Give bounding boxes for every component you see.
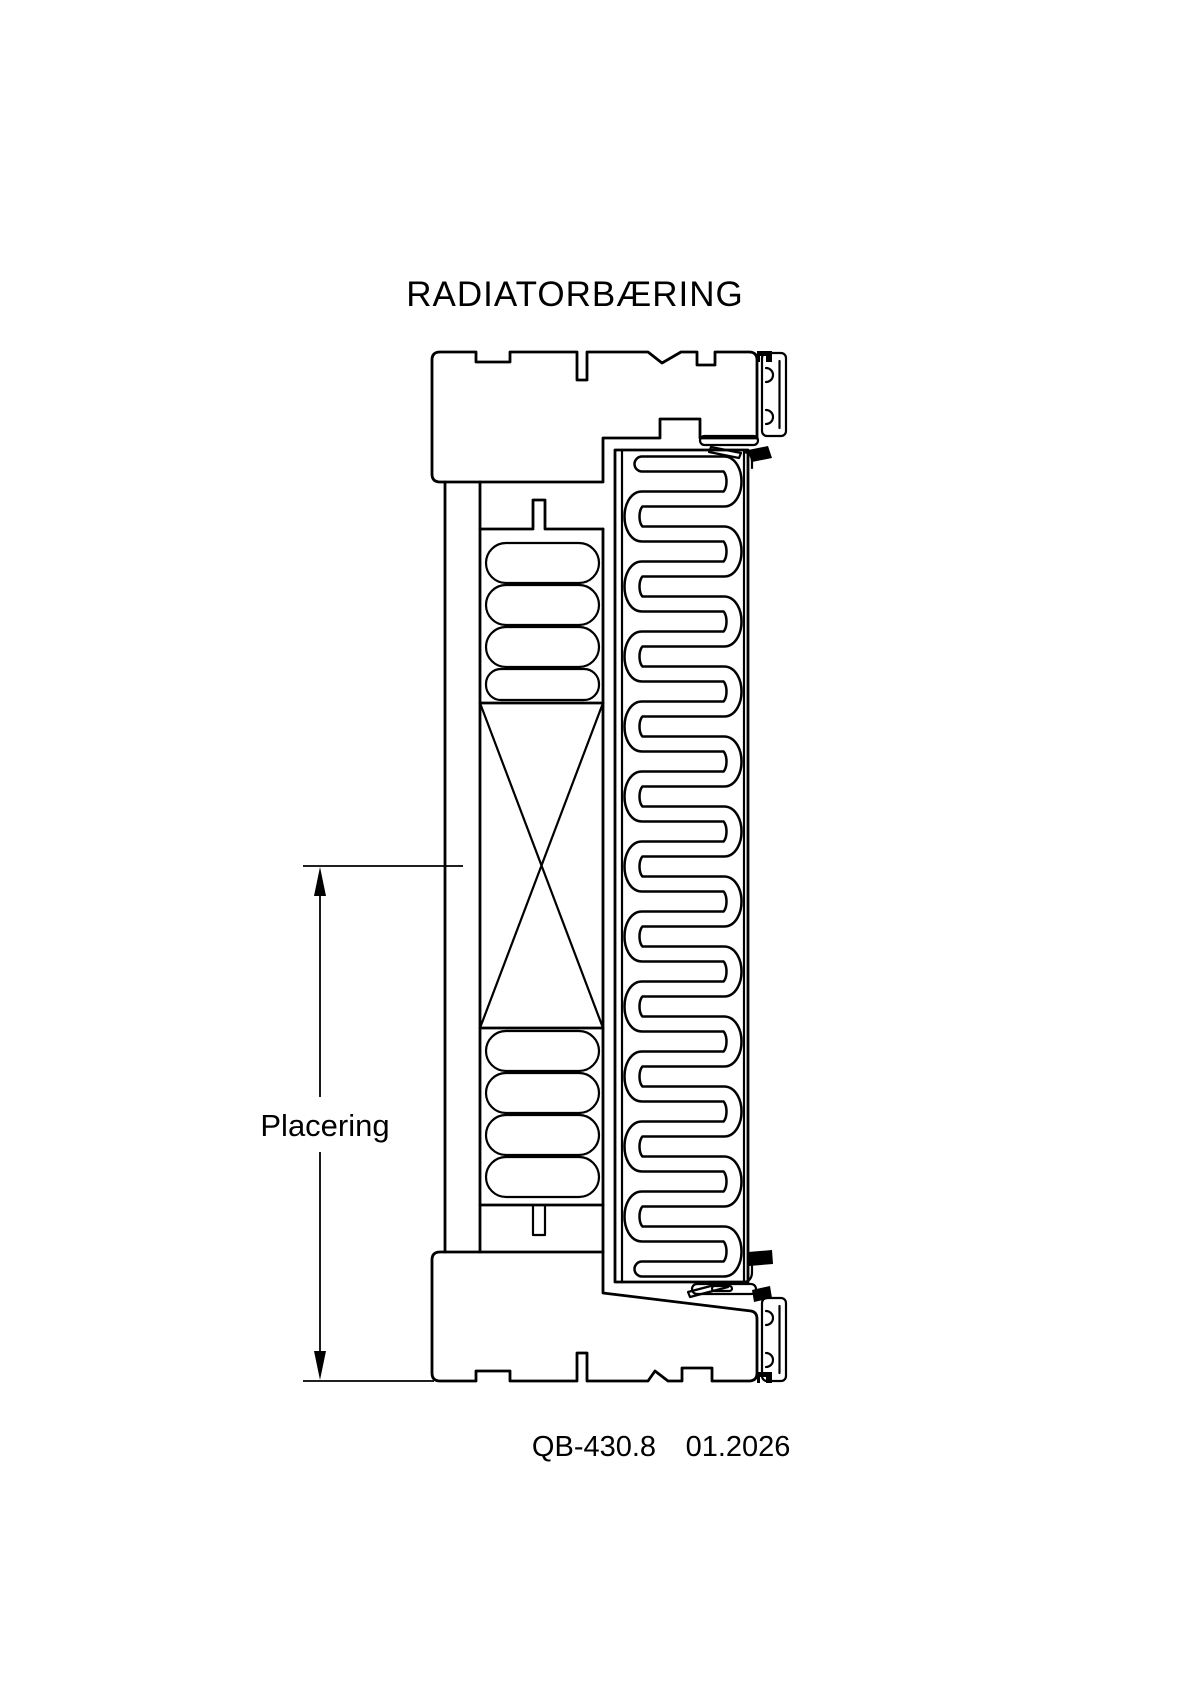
serpentine-slot [484, 1113, 601, 1157]
top-bracket-rail [760, 351, 788, 438]
doc-date: 01.2026 [686, 1431, 791, 1463]
dimension-annotation: Placering [260, 865, 463, 1382]
insulation-bottom-slot [531, 1203, 547, 1237]
bottom-clip-angled [686, 1280, 730, 1299]
top-bracket-hook-2 [764, 408, 775, 426]
insulation-top-edge [478, 498, 605, 531]
top-clip-screw [748, 446, 772, 462]
serpentine-slot [484, 667, 601, 702]
top-clip-bar [698, 434, 760, 447]
cross-brace-symbol [478, 701, 605, 1030]
doc-number: QB-430.8 [532, 1431, 656, 1463]
top-clip-hook [742, 450, 754, 470]
top-mounting-bracket [698, 351, 788, 470]
top-frame-outline [430, 350, 759, 484]
top-bracket-clamp [757, 351, 772, 362]
bottom-mounting-bracket [686, 1250, 788, 1383]
cross-diagonal-2 [478, 701, 605, 1030]
drawing-title: RADIATORBÆRING [406, 275, 743, 314]
bottom-bracket-hook-1 [764, 1309, 775, 1327]
bottom-clip-tab [710, 1284, 734, 1293]
serpentine-slot [484, 1155, 601, 1199]
lower-serpentine-cuts [484, 1029, 601, 1199]
bottom-bracket-rail [760, 1296, 788, 1383]
serpentine-slot [484, 541, 601, 585]
upper-serpentine-cuts [484, 541, 601, 702]
bottom-frame-outline [430, 1250, 759, 1383]
bottom-bracket-hook-2 [764, 1351, 775, 1369]
footer-text: QB-430.8 01.2026 [532, 1431, 790, 1463]
top-clip-angled [707, 445, 743, 460]
bottom-bracket-clamp [757, 1372, 772, 1383]
dimension-arrow-up [314, 867, 326, 896]
insulation-profile [478, 498, 605, 1254]
side-panel [443, 480, 482, 1254]
bottom-frame-profile [430, 1250, 759, 1383]
serpentine-slot [484, 625, 601, 669]
dimension-label: Placering [260, 1108, 389, 1143]
radiator [613, 448, 750, 1284]
serpentine-slot [484, 1071, 601, 1115]
dimension-arrow-down [314, 1351, 326, 1380]
bottom-clip-hook [742, 1264, 754, 1284]
bottom-clip-bar [690, 1282, 758, 1296]
top-bracket-hook-1 [764, 366, 775, 384]
serpentine-slot [484, 583, 601, 627]
serpentine-slot [484, 1029, 601, 1073]
top-frame-profile [430, 350, 759, 484]
bottom-clip-screw-upper [748, 1250, 773, 1266]
radiator-coil-outer [623, 455, 743, 1278]
radiator-coil-inner [625, 457, 741, 1276]
